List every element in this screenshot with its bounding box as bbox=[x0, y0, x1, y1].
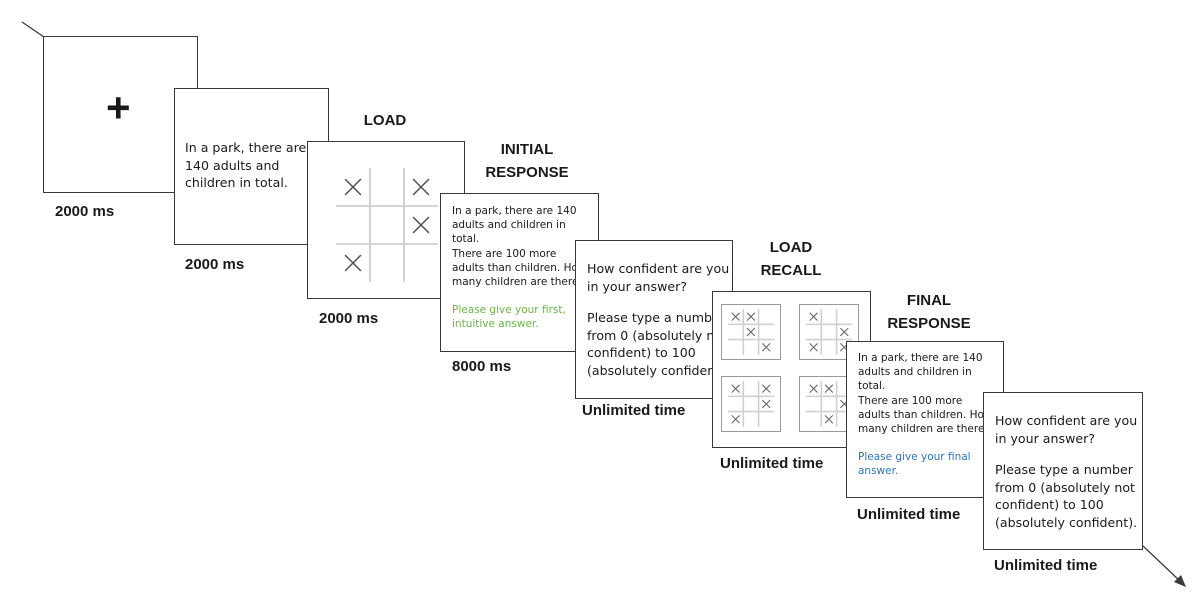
x-mark bbox=[344, 178, 362, 196]
x-mark bbox=[344, 254, 362, 272]
problem-line: adults and children in bbox=[858, 366, 972, 379]
load-recall-title: LOAD RECALL bbox=[746, 237, 836, 282]
final-response-prompt: Please give your final answer. bbox=[858, 450, 993, 478]
fixation-screen: + bbox=[43, 36, 198, 193]
prompt-line: answer. bbox=[858, 465, 899, 478]
x-mark bbox=[762, 399, 771, 409]
x-mark bbox=[762, 343, 771, 352]
confidence-question-line: How confident are you bbox=[587, 261, 730, 276]
recall-option-grid bbox=[806, 381, 852, 427]
x-mark bbox=[824, 384, 834, 393]
prompt-line: intuitive answer. bbox=[452, 318, 539, 331]
final-response-screen: In a park, there are 140 adults and chil… bbox=[846, 341, 1004, 498]
confidence-instruction-line: (absolutely confident). bbox=[995, 514, 1138, 530]
confidence-instruction-line: from 0 (absolutely not bbox=[587, 327, 727, 343]
load-recall-duration: Unlimited time bbox=[720, 455, 824, 472]
confidence-question-line: How confident are you bbox=[995, 413, 1138, 428]
confidence-instruction-line: from 0 (absolutely not bbox=[995, 479, 1135, 495]
problem-intro-text: In a park, there are 140 adults and chil… bbox=[185, 139, 306, 192]
x-mark bbox=[412, 178, 430, 196]
problem-line: There are 100 more bbox=[452, 247, 557, 260]
initial-response-prompt: Please give your first, intuitive answer… bbox=[452, 303, 587, 331]
recall-option-grid bbox=[728, 309, 774, 355]
initial-response-title-line: RESPONSE bbox=[485, 163, 569, 181]
final-problem-text: In a park, there are 140 adults and chil… bbox=[858, 351, 993, 479]
problem-intro-line: In a park, there are bbox=[185, 140, 307, 155]
problem-line: There are 100 more bbox=[858, 394, 963, 407]
confidence-text-2: How confident are you in your answer? Pl… bbox=[995, 412, 1137, 531]
recall-option[interactable] bbox=[799, 304, 859, 360]
problem-line: In a park, there are 140 bbox=[858, 352, 983, 364]
confidence-instruction-line: Please type a number bbox=[587, 310, 725, 325]
x-mark bbox=[762, 384, 771, 393]
confidence-instruction-line: confident) to 100 bbox=[995, 497, 1104, 512]
problem-line: adults than children. How bbox=[452, 261, 587, 274]
problem-line: total. bbox=[858, 380, 886, 393]
x-mark bbox=[809, 343, 818, 352]
confidence-text-1: How confident are you in your answer? Pl… bbox=[587, 260, 729, 379]
load-pattern-grid bbox=[336, 168, 438, 282]
x-mark bbox=[412, 216, 430, 234]
final-response-title: FINAL RESPONSE bbox=[869, 290, 989, 335]
x-mark bbox=[824, 415, 834, 424]
problem-intro-screen: In a park, there are 140 adults and chil… bbox=[174, 88, 329, 245]
confidence-instruction-2: Please type a number from 0 (absolutely … bbox=[995, 461, 1137, 531]
prompt-line: Please give your final bbox=[858, 451, 971, 464]
load-recall-screen bbox=[712, 291, 871, 448]
x-mark bbox=[731, 415, 740, 424]
x-mark bbox=[809, 312, 818, 321]
fixation-cross: + bbox=[106, 84, 131, 131]
confidence-screen-2: How confident are you in your answer? Pl… bbox=[983, 392, 1143, 550]
final-response-title-line: FINAL bbox=[906, 292, 952, 309]
problem-line: many children are there? bbox=[858, 423, 991, 436]
recall-option-grid bbox=[806, 309, 852, 355]
x-mark bbox=[746, 312, 756, 321]
x-mark bbox=[840, 327, 849, 337]
confidence-instruction-line: (absolutely confident). bbox=[587, 362, 730, 378]
problem-line: In a park, there are 140 bbox=[452, 205, 577, 217]
final-response-duration: Unlimited time bbox=[857, 506, 961, 523]
x-mark bbox=[746, 327, 756, 337]
problem-line: many children are there? bbox=[452, 276, 585, 289]
confidence-question-line: in your answer? bbox=[587, 278, 687, 294]
confidence-1-duration: Unlimited time bbox=[582, 402, 686, 419]
x-mark bbox=[731, 384, 740, 393]
problem-intro-duration: 2000 ms bbox=[185, 256, 245, 273]
confidence-screen-1: How confident are you in your answer? Pl… bbox=[575, 240, 733, 399]
recall-option[interactable] bbox=[721, 376, 781, 432]
x-mark bbox=[731, 312, 740, 321]
recall-option-grid bbox=[728, 381, 774, 427]
x-mark bbox=[809, 384, 818, 393]
initial-response-title-line: INITIAL bbox=[500, 141, 554, 158]
initial-response-duration: 8000 ms bbox=[452, 358, 512, 375]
prompt-line: Please give your first, bbox=[452, 304, 566, 317]
problem-line: adults and children in bbox=[452, 219, 566, 232]
problem-intro-line: children in total. bbox=[185, 175, 288, 190]
load-title: LOAD bbox=[363, 112, 407, 129]
load-recall-title-line: LOAD bbox=[769, 239, 813, 256]
confidence-question-line: in your answer? bbox=[995, 430, 1095, 446]
initial-response-title: INITIAL RESPONSE bbox=[467, 139, 587, 184]
load-recall-title-line: RECALL bbox=[760, 261, 822, 279]
confidence-instruction-1: Please type a number from 0 (absolutely … bbox=[587, 309, 729, 379]
confidence-2-duration: Unlimited time bbox=[994, 557, 1098, 574]
confidence-instruction-line: confident) to 100 bbox=[587, 345, 696, 360]
load-duration: 2000 ms bbox=[319, 310, 379, 327]
problem-intro-line: 140 adults and bbox=[185, 157, 280, 173]
problem-line: total. bbox=[452, 233, 480, 246]
problem-line: adults than children. How bbox=[858, 408, 993, 421]
recall-option[interactable] bbox=[721, 304, 781, 360]
confidence-instruction-line: Please type a number bbox=[995, 462, 1133, 477]
initial-problem-text: In a park, there are 140 adults and chil… bbox=[452, 204, 587, 332]
fixation-duration: 2000 ms bbox=[55, 203, 115, 220]
final-response-title-line: RESPONSE bbox=[887, 314, 971, 332]
initial-response-screen: In a park, there are 140 adults and chil… bbox=[440, 193, 599, 352]
